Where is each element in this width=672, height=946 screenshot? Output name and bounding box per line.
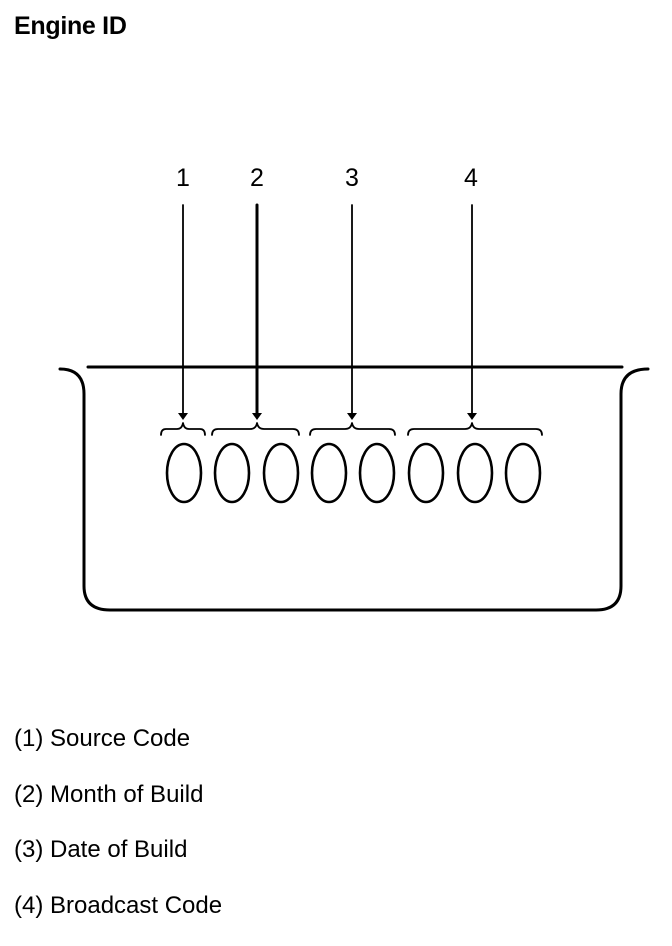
plate-outline: [58, 367, 650, 612]
character-position-5: [358, 442, 396, 504]
legend-item-source-code: (1) Source Code: [14, 725, 191, 752]
character-position-3: [262, 442, 300, 504]
character-position-4: [310, 442, 348, 504]
arrowhead-3: [347, 413, 357, 420]
character-position-8: [504, 442, 542, 504]
legend-item-month-of-build: (2) Month of Build: [14, 780, 204, 808]
callout-number-2: 2: [250, 164, 264, 192]
callout-number-1: 1: [176, 164, 190, 192]
brace-group-1: [160, 422, 206, 436]
arrowhead-4: [467, 413, 477, 420]
brace-group-2: [211, 422, 300, 436]
callout-number-3: 3: [345, 164, 359, 192]
character-position-7: [456, 442, 494, 504]
legend-item-date-of-build: (3) Date of Build: [14, 836, 188, 863]
diagram-title: Engine ID: [14, 12, 127, 40]
brace-group-3: [309, 422, 396, 436]
character-position-6: [407, 442, 445, 504]
character-position-2: [213, 442, 251, 504]
legend: (1) Source Code (2) Month of Build (3) D…: [14, 724, 222, 946]
callout-number-4: 4: [464, 164, 478, 192]
arrowhead-2: [252, 413, 262, 420]
character-position-1: [165, 442, 203, 504]
legend-item-broadcast-code: (4) Broadcast Code: [14, 891, 223, 919]
arrowhead-1: [178, 413, 188, 420]
brace-group-4: [407, 422, 543, 436]
